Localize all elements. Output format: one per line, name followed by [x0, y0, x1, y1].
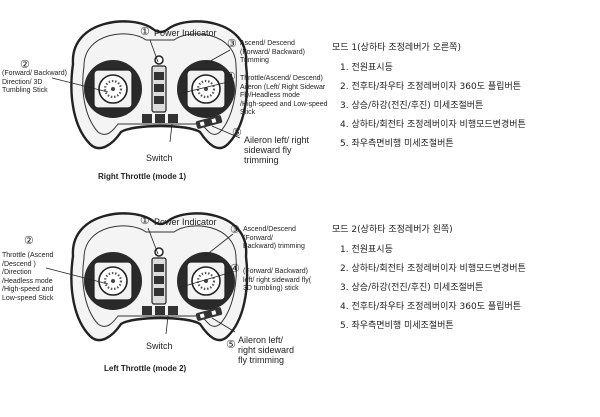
callout-number-4: ④ [226, 70, 236, 83]
mode1-korean-title: 모드 1(상하타 조정레버가 오른쪽) [332, 43, 461, 53]
mode1-item: 2. 전후타/좌우타 조정레버이자 360도 플립버튼 [340, 82, 522, 92]
throttle-stick-label: Throttle (Ascend /Descend ) /Direction /… [2, 252, 54, 302]
mode2-item: 5. 좌우측면비행 미세조절버튼 [340, 321, 454, 331]
callout-number-4: ④ [230, 262, 240, 275]
mode1-item: 5. 좌우측면비행 미세조절버튼 [340, 139, 454, 149]
forward-backward-stick-label: (Forward/ Backward) left/ right sideward… [243, 268, 312, 292]
callout-number-2: ② [24, 234, 34, 247]
power-indicator-label: Power Indicator [154, 28, 217, 38]
mode2-item: 3. 상승/하강(전진/후진) 미세조절버튼 [340, 283, 484, 293]
callout-number-1: ① [140, 25, 150, 38]
callout-number-2: ② [20, 58, 30, 71]
callout-number-1: ① [140, 214, 150, 227]
throttle-stick-label: Throttle/Ascend/ Descend) Aileron (Left/… [240, 75, 328, 116]
ascend-descend-trim-label: Ascend/Descend (Forward/ Backward) trimm… [243, 226, 305, 250]
aileron-trim-label: Aileron left/ right sideward fly trimmin… [244, 135, 310, 165]
mode2-korean-title: 모드 2(상하타 조정레버가 왼쪽) [332, 225, 453, 235]
callout-number-3: ③ [230, 223, 240, 236]
mode2-caption: Left Throttle (mode 2) [104, 364, 187, 373]
switch-label: Switch [146, 153, 173, 163]
aileron-trim-label: Aileron left/ right sideward fly trimmin… [238, 335, 295, 365]
power-indicator-label: Power Indicator [154, 217, 217, 227]
mode1-item: 1. 전원표시등 [340, 63, 393, 73]
mode2-item: 2. 상하타/회전타 조정레버이자 비행모드변경버튼 [340, 264, 526, 274]
mode2-item: 1. 전원표시등 [340, 245, 393, 255]
direction-stick-label: (Forward/ Backward) Direction/ 3D Tumbli… [2, 70, 67, 94]
ascend-descend-trim-label: Ascend/ Descend (Forward/ Backward) Trim… [240, 40, 305, 64]
mode2-item: 4. 전후타/좌우타 조정레버이자 360도 플립버튼 [340, 302, 522, 312]
callout-number-5: ⑤ [226, 338, 236, 351]
switch-label: Switch [146, 341, 173, 351]
mode1-caption: Right Throttle (mode 1) [98, 172, 186, 181]
mode1-item: 3. 상승/하강(전진/후진) 미세조절버튼 [340, 101, 484, 111]
callout-number-3: ③ [227, 37, 237, 50]
mode1-item: 4. 상하타/회전타 조정레버이자 비행모드변경버튼 [340, 120, 526, 130]
callout-number-5: ⑤ [232, 126, 242, 139]
